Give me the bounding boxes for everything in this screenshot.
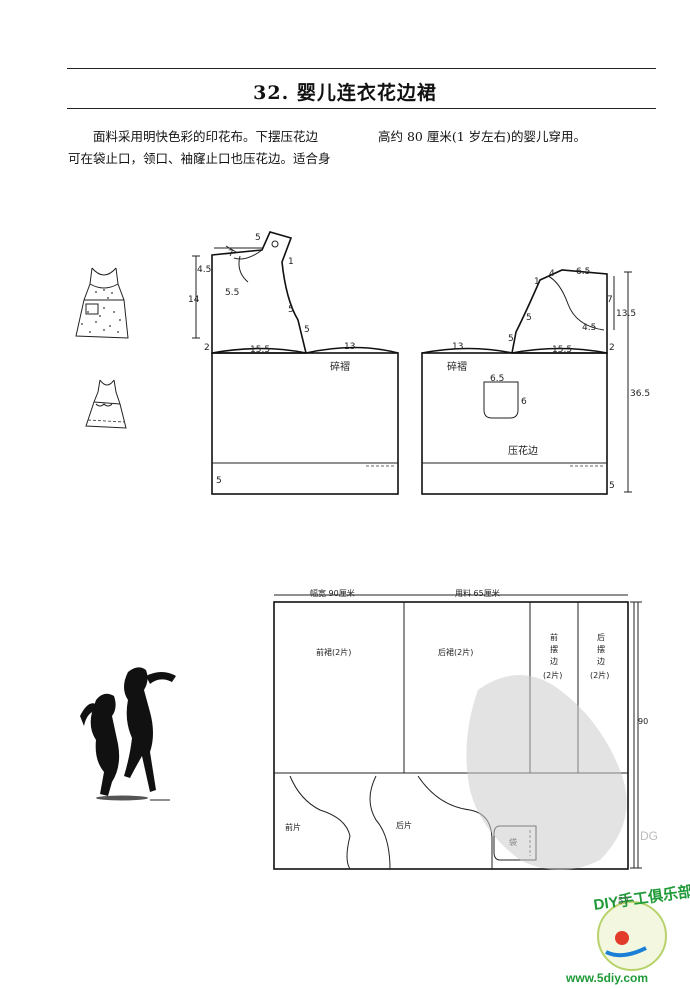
layout-back-hem-2: 摆 xyxy=(597,644,605,654)
layout-front-hem-1: 前 xyxy=(550,632,558,642)
back-label-arm-s: 5 xyxy=(526,313,532,323)
front-label-height: 14 xyxy=(188,295,200,305)
back-label-four: 4 xyxy=(549,269,555,279)
back-label-depth: 13.5 xyxy=(616,309,636,319)
front-label-neck: 4.5 xyxy=(197,265,211,275)
front-label-arm-c: 5 xyxy=(304,325,310,335)
layout-back-hem-3: 边 xyxy=(597,656,605,666)
dancers-illustration xyxy=(80,667,176,801)
top-rule xyxy=(67,68,656,69)
dress-sketch-small xyxy=(85,379,127,429)
intro-line-2: 可在袋止口，领口、袖窿止口也压花边。适合身 xyxy=(68,151,331,166)
front-label-one: 1 xyxy=(288,257,294,267)
layout-width-label: 幅宽 90厘米 xyxy=(310,588,355,598)
front-label-arm-b: 5 xyxy=(288,305,294,315)
back-label-top: 6.5 xyxy=(576,267,590,277)
back-label-total: 36.5 xyxy=(630,389,650,399)
layout-back-piece: 后片 xyxy=(396,820,412,830)
layout-front-hem-3: 边 xyxy=(550,656,558,666)
layout-side-dim: 90 xyxy=(638,717,648,726)
front-label-half-a: 15.5 xyxy=(250,345,270,355)
back-label-arm-t: 7 xyxy=(607,295,613,305)
back-pattern: 6.5 1 4 7 13.5 4.5 5 5 2 15.5 13 碎褶 6.5 … xyxy=(421,267,650,495)
layout-back-hem-1: 后 xyxy=(597,632,605,642)
watermark-text: DG xyxy=(640,829,658,843)
layout-usage-label: 用料 65厘米 xyxy=(455,588,500,598)
layout-back-skirt: 后裙(2片) xyxy=(438,647,473,657)
front-label-waist: 2 xyxy=(204,343,210,353)
back-label-one: 1 xyxy=(534,277,540,287)
back-label-trim: 压花边 xyxy=(508,444,538,457)
club-logo: DIY手工俱乐部 · 57 · xyxy=(592,882,690,971)
back-label-half-b: 13 xyxy=(452,342,463,352)
front-label-strap: 5 xyxy=(255,233,261,243)
front-label-hem: 5 xyxy=(216,476,222,486)
back-label-half-a: 15.5 xyxy=(552,345,572,355)
back-label-arm-u: 4.5 xyxy=(582,323,596,333)
front-label-gather: 碎褶 xyxy=(330,360,350,373)
layout-front-skirt: 前裙(2片) xyxy=(316,647,351,657)
brush-watermark: DG xyxy=(466,675,658,870)
layout-front-hem-4: (2片) xyxy=(543,670,562,680)
back-label-pocket-w: 6.5 xyxy=(490,374,504,384)
back-label-pocket-h: 6 xyxy=(521,397,527,407)
front-label-shoulder: 7 xyxy=(228,249,234,259)
front-label-armhole: 5.5 xyxy=(225,288,239,298)
layout-back-hem-4: (2片) xyxy=(590,670,609,680)
page-number: · 57 · xyxy=(612,897,635,907)
site-url[interactable]: www.5diy.com xyxy=(565,971,648,985)
back-label-arm-v: 5 xyxy=(508,334,514,344)
intro-line-1: 面料采用明快色彩的印花布。下摆压花边 xyxy=(93,129,319,144)
back-label-gather: 碎褶 xyxy=(447,360,467,373)
layout-front-piece: 前片 xyxy=(285,822,301,832)
title-rule xyxy=(67,108,656,109)
back-label-waist: 2 xyxy=(609,343,615,353)
back-label-hem: 5 xyxy=(609,481,615,491)
front-pattern: 4.5 7 5 5.5 14 5 5 1 2 15.5 13 碎褶 5 xyxy=(188,231,399,495)
layout-front-hem-2: 摆 xyxy=(550,644,558,654)
front-label-half-b: 13 xyxy=(344,342,355,352)
dress-sketch-large xyxy=(75,267,129,339)
page-title: 32. 婴儿连衣花边裙 xyxy=(253,82,437,104)
intro-line-3: 高约 80 厘米(1 岁左右)的婴儿穿用。 xyxy=(378,129,587,144)
